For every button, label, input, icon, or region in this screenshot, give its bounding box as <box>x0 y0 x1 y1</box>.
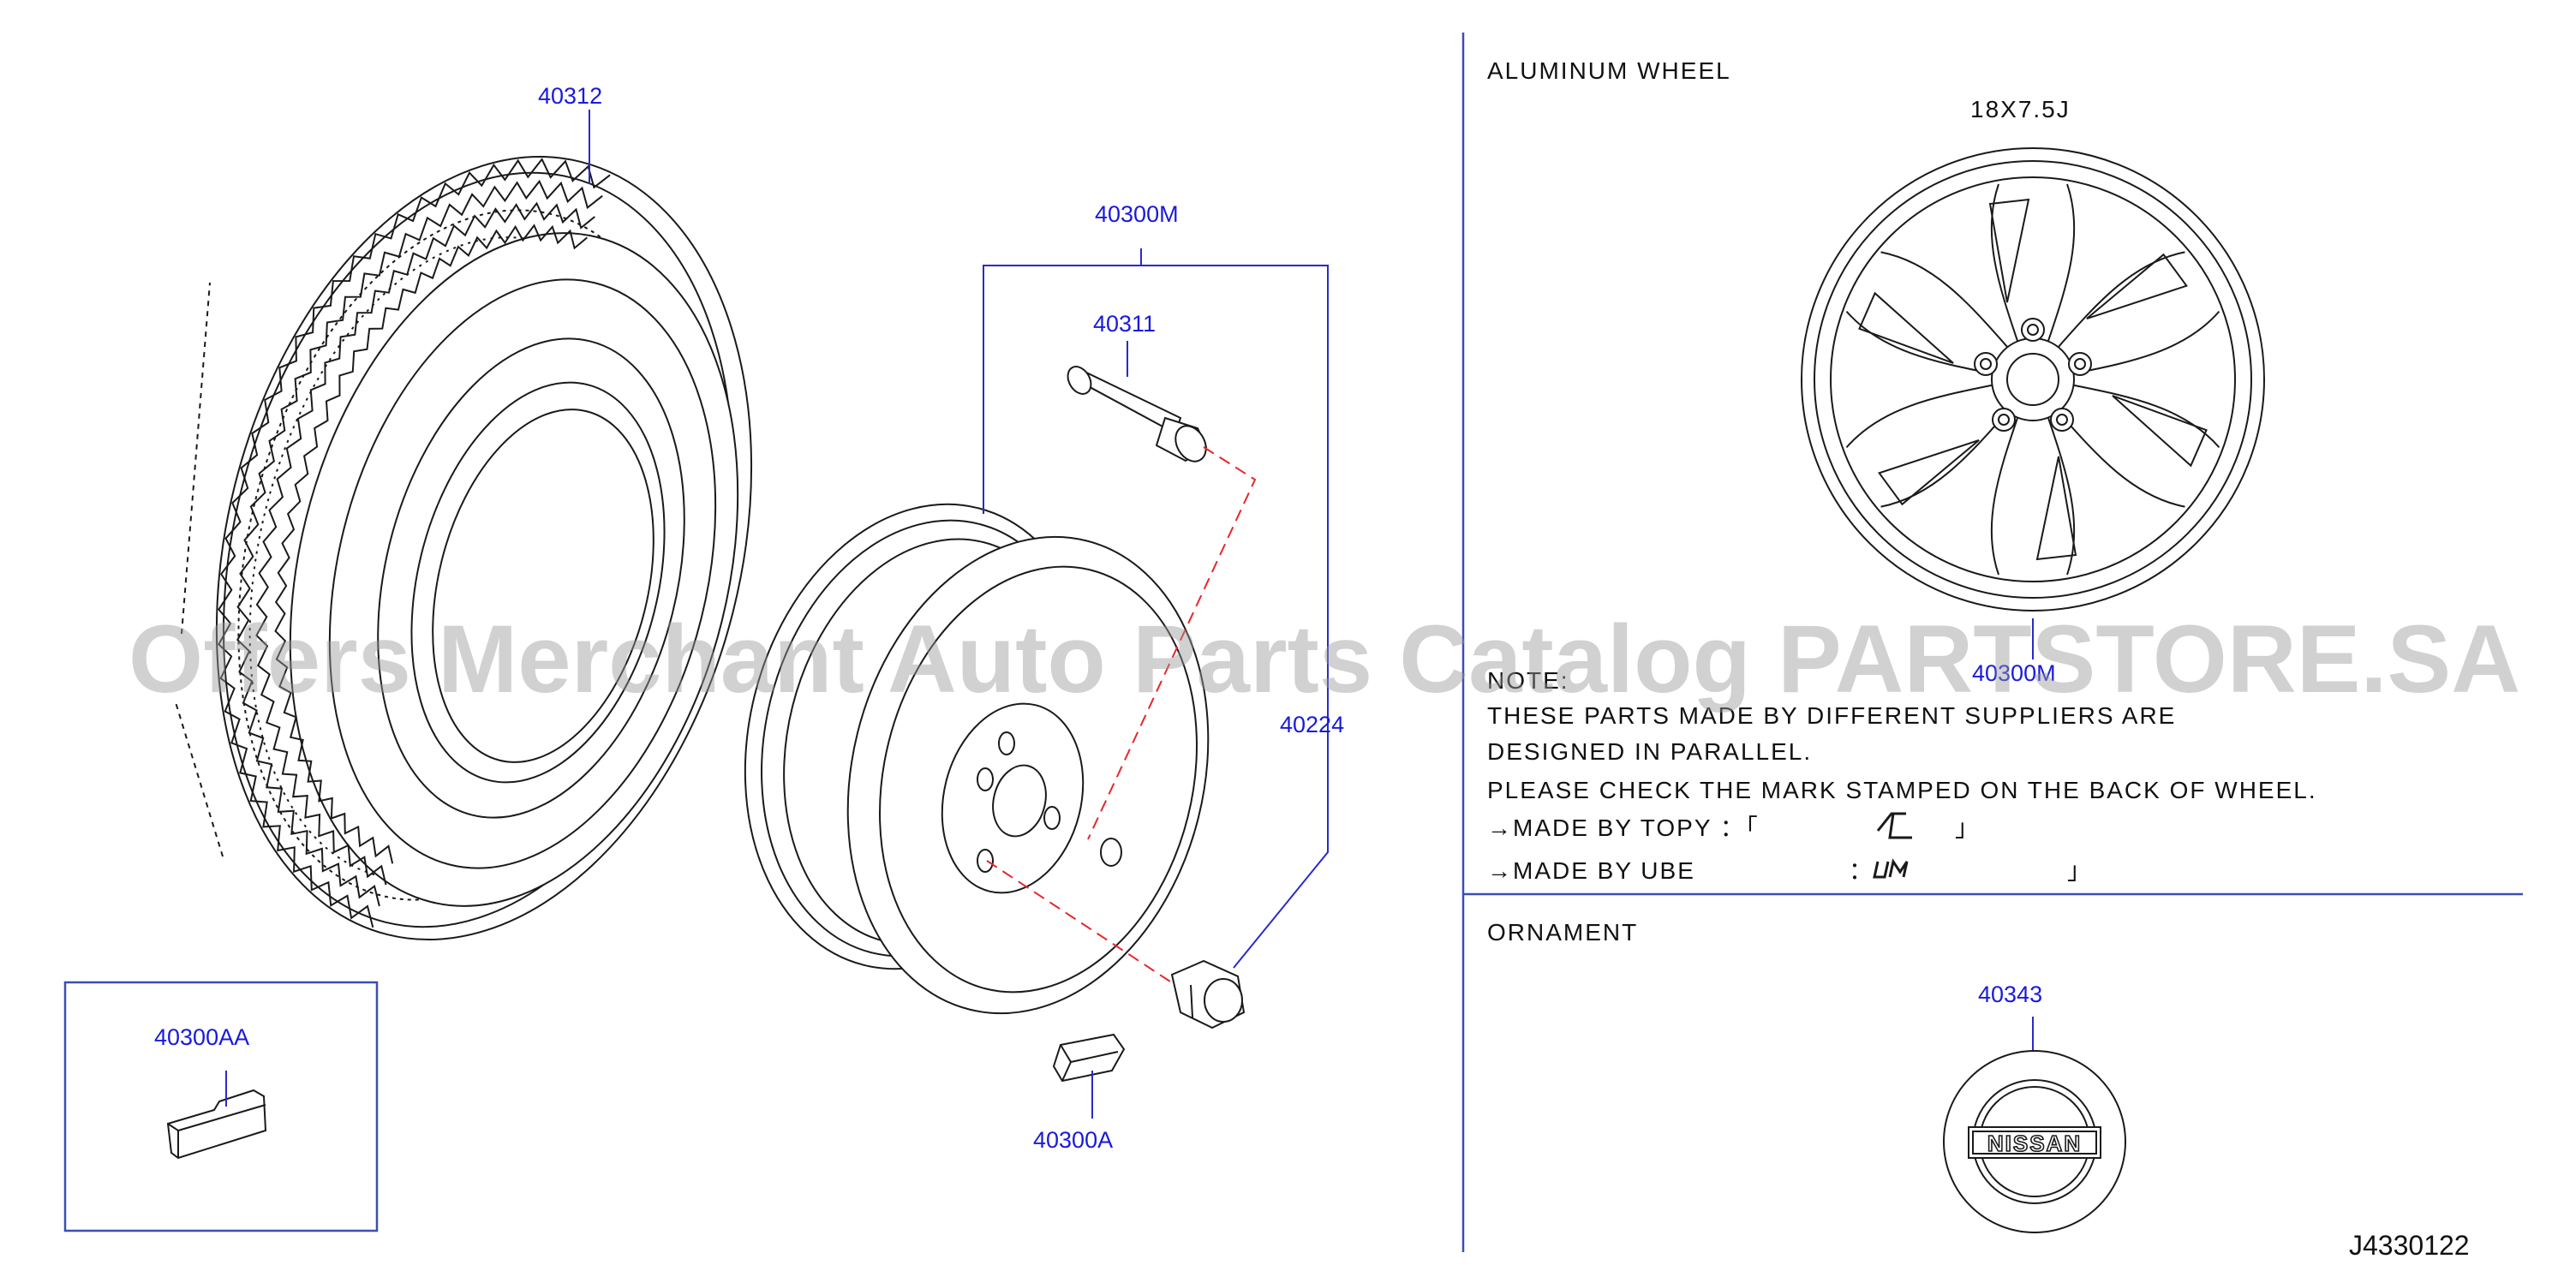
note-line-5-end: 」 <box>2067 857 2093 884</box>
weight-aa-box <box>63 981 379 1232</box>
note-line-3: PLEASE CHECK THE MARK STAMPED ON THE BAC… <box>1487 777 2317 803</box>
steel-wheel-illustration <box>744 503 1210 1015</box>
topy-mark-icon <box>1876 812 1912 839</box>
callout-40224: 40224 <box>1280 712 1344 737</box>
note-line-5: →MADE BY UBE <box>1487 857 1695 884</box>
note-line-2: DESIGNED IN PARALLEL. <box>1487 738 1812 765</box>
diagram-code: J4330122 <box>2349 1230 2470 1261</box>
aluminum-wheel-heading: ALUMINUM WHEEL <box>1487 57 1731 84</box>
ornament-heading: ORNAMENT <box>1487 919 1638 946</box>
callout-aluminum-wheel-40300m: 40300M <box>1972 660 2056 686</box>
tire-tread-pattern <box>218 158 611 928</box>
note-heading: NOTE: <box>1487 667 1569 694</box>
tread-row-2 <box>255 201 595 886</box>
callout-40312: 40312 <box>538 83 602 109</box>
wheel-size-label: 18X7.5J <box>1970 96 2071 122</box>
tread-row-3 <box>274 224 589 864</box>
tread-row-1 <box>236 179 603 907</box>
nut-illustration <box>1170 959 1246 1029</box>
ornament-illustration: NISSAN <box>1943 1050 2126 1233</box>
callout-40311: 40311 <box>1093 311 1156 337</box>
valve-illustration <box>1067 366 1208 462</box>
assembly-lines <box>986 446 1257 986</box>
weight-a-illustration <box>1052 1033 1126 1083</box>
panel-dividers <box>1461 33 2523 1252</box>
callout-40343: 40343 <box>1978 982 2042 1007</box>
callout-40300m: 40300M <box>1095 201 1179 227</box>
tread-row-0 <box>218 158 611 928</box>
note-line-4: →MADE BY TOPY ：「 <box>1487 815 1760 841</box>
watermark: Offers Merchant Auto Parts Catalog PARTS… <box>129 606 2520 713</box>
leader-lines <box>225 110 2034 1119</box>
note-line-1: THESE PARTS MADE BY DIFFERENT SUPPLIERS … <box>1487 702 2176 729</box>
aluminum-wheel-illustration <box>1801 147 2265 612</box>
ube-mark-icon <box>1873 858 1909 879</box>
nissan-logo-text: NISSAN <box>1987 1131 2082 1156</box>
callout-40300aa: 40300AA <box>154 1024 249 1050</box>
note-line-4-end: 」 <box>1955 815 1981 841</box>
callout-40300a: 40300A <box>1033 1127 1113 1153</box>
tire-illustration <box>175 156 753 940</box>
note-line-5-colon: ： <box>1849 857 1874 884</box>
